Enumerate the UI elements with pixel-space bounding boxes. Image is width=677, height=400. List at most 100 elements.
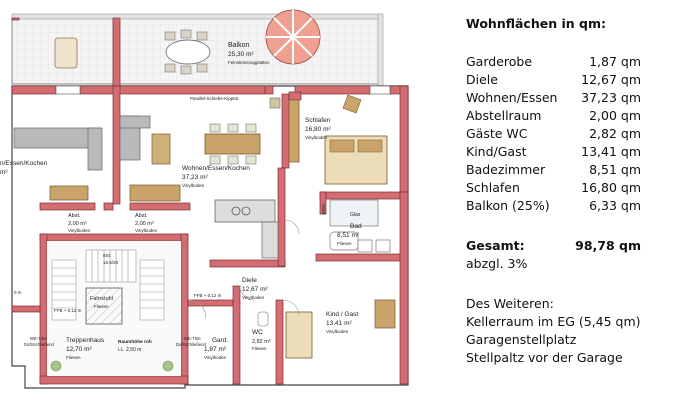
parasol-icon <box>265 9 321 65</box>
stairs-size: 16,6/28 <box>103 260 119 265</box>
door-note: Parallel-Schiebe-Kipptür <box>190 96 239 101</box>
sun-lounger <box>54 37 78 69</box>
kind-area: 13,41 m² <box>326 320 352 327</box>
balcony-railing <box>11 13 383 20</box>
area-row-value: 16,80 qm <box>581 180 641 195</box>
bad-label: Bad <box>350 223 362 230</box>
area-row-name: Abstellraum <box>466 108 542 123</box>
plant <box>269 97 281 109</box>
wc-area: 2,82 m² <box>252 339 271 345</box>
gard-area: 1,87 m² <box>204 346 227 353</box>
gard-label: Gard. <box>212 337 228 344</box>
balkon-label: Balkon <box>228 42 250 49</box>
kind-floor: Vinylboden <box>326 329 349 334</box>
fahrstuhl-label: Fahrstuhl <box>90 296 113 302</box>
coffee-table <box>151 133 171 165</box>
treppenhaus-floor: Fliesen <box>66 355 81 360</box>
we-tuer-left-1: WE-Türe <box>30 336 47 341</box>
wohnen-left-label: n/Essen/Kochen <box>0 160 48 167</box>
area-deduction: abzgl. 3% <box>466 256 528 271</box>
raumhoehe-label: Raumhöhe roh <box>118 339 152 345</box>
kitchen-island <box>214 199 276 223</box>
wc-toilet <box>257 311 269 327</box>
bathroom-sinks <box>357 239 391 253</box>
door-swings <box>187 219 300 319</box>
diele-area: 12,67 m² <box>242 286 268 293</box>
stair-steps <box>51 249 165 321</box>
area-row-name: Schlafen <box>466 180 520 195</box>
dining-chairs <box>209 123 257 165</box>
area-row-diele: Diele 12,67 qm <box>466 72 641 90</box>
abst-right-floor: Vinylboden <box>135 228 158 233</box>
abst-right-label: Abst. <box>135 213 148 219</box>
wohnen-floor: Vinylboden <box>182 183 205 188</box>
abst-right-area: 2,00 m² <box>135 221 154 227</box>
glas-label: Glas <box>350 212 361 218</box>
bad-floor: Fliesen <box>337 241 352 246</box>
window-markers <box>55 85 391 95</box>
area-row-name: Gäste WC <box>466 126 528 141</box>
diele-floor: Vinylboden <box>242 295 265 300</box>
area-row-bad: Badezimmer 8,51 qm <box>466 162 641 180</box>
extras-title: Des Weiteren: <box>466 296 554 311</box>
area-row-value: 12,67 qm <box>581 72 641 87</box>
area-row-value: 2,00 qm <box>589 108 641 123</box>
abst-left-floor: Vinylboden <box>68 228 91 233</box>
schlafen-floor: Vinylboden <box>305 135 328 140</box>
wohnen-label: Wohnen/Essen/Kochen <box>182 165 250 172</box>
area-row-wohnen: Wohnen/Essen 37,23 qm <box>466 90 641 108</box>
extras-item: Garagenstellplatz <box>466 332 577 347</box>
sofa-right <box>119 115 151 161</box>
balkon-note: Feinsteinzeugplatten <box>228 60 270 65</box>
area-row-name: Wohnen/Essen <box>466 90 558 105</box>
wohnen-area: 37,23 m² <box>182 174 208 181</box>
area-total-name: Gesamt: <box>466 238 525 253</box>
treppenhaus-area: 12,70 m² <box>66 346 92 353</box>
area-row-value: 6,33 qm <box>589 198 641 213</box>
area-total-row: Gesamt: 98,78 qm <box>466 238 641 256</box>
fahrstuhl-floor: Fliesen <box>94 304 109 309</box>
extras-item: Stellpaltz vor der Garage <box>466 350 623 365</box>
abst-left-area: 2,00 m² <box>68 221 87 227</box>
elevator-shaft <box>85 287 123 325</box>
area-total-value: 98,78 qm <box>575 238 641 253</box>
sofa-left <box>13 127 103 171</box>
stairs-steps: 8St. <box>103 253 111 258</box>
dining-table <box>204 133 261 155</box>
area-row-schlafen: Schlafen 16,80 qm <box>466 180 641 198</box>
area-row-abstellraum: Abstellraum 2,00 qm <box>466 108 641 126</box>
kid-desk <box>374 299 396 329</box>
area-row-name: Garderobe <box>466 54 533 69</box>
kitchen-counter <box>261 221 279 259</box>
walls <box>11 17 409 385</box>
armchair <box>342 94 362 114</box>
double-bed <box>324 135 388 185</box>
wohnen-left-area: m² <box>0 169 8 176</box>
balcony-chairs <box>164 29 208 75</box>
balkon-area: 25,30 m² <box>228 51 254 58</box>
we-tuer-left-2: Dichtschließend <box>24 342 54 347</box>
diele-label: Diele <box>242 277 257 284</box>
we-tuer-right-1: WE-Türe <box>184 336 201 341</box>
stairwell-plants <box>50 360 174 372</box>
area-row-name: Badezimmer <box>466 162 546 177</box>
we-tuer-right-2: Dichtschließend <box>176 342 206 347</box>
sideboard-left <box>129 184 181 202</box>
area-row-name: Balkon (25%) <box>466 198 550 213</box>
kind-label: Kind / Gast <box>326 311 358 318</box>
area-row-gaeste-wc: Gäste WC 2,82 qm <box>466 126 641 144</box>
floor-plan: Balkon 25,30 m² Feinsteinzeugplatten Par… <box>0 9 409 389</box>
area-row-value: 8,51 qm <box>589 162 641 177</box>
balcony-table <box>165 39 211 65</box>
schlafen-label: Schlafen <box>305 117 331 124</box>
tv-stand <box>49 185 89 201</box>
raumhoehe-value: i.L. 2,50 m <box>118 347 141 353</box>
bad-area: 8,51 m² <box>337 232 360 239</box>
ffb-left: FFB + 0,12 m <box>54 308 82 313</box>
wardrobe <box>288 99 300 163</box>
kid-bed <box>285 311 313 359</box>
shower-glass <box>329 199 379 227</box>
area-row-name: Kind/Gast <box>466 144 527 159</box>
wc-floor: Fliesen <box>252 346 267 351</box>
area-row-balkon: Balkon (25%) 6,33 qm <box>466 198 641 216</box>
